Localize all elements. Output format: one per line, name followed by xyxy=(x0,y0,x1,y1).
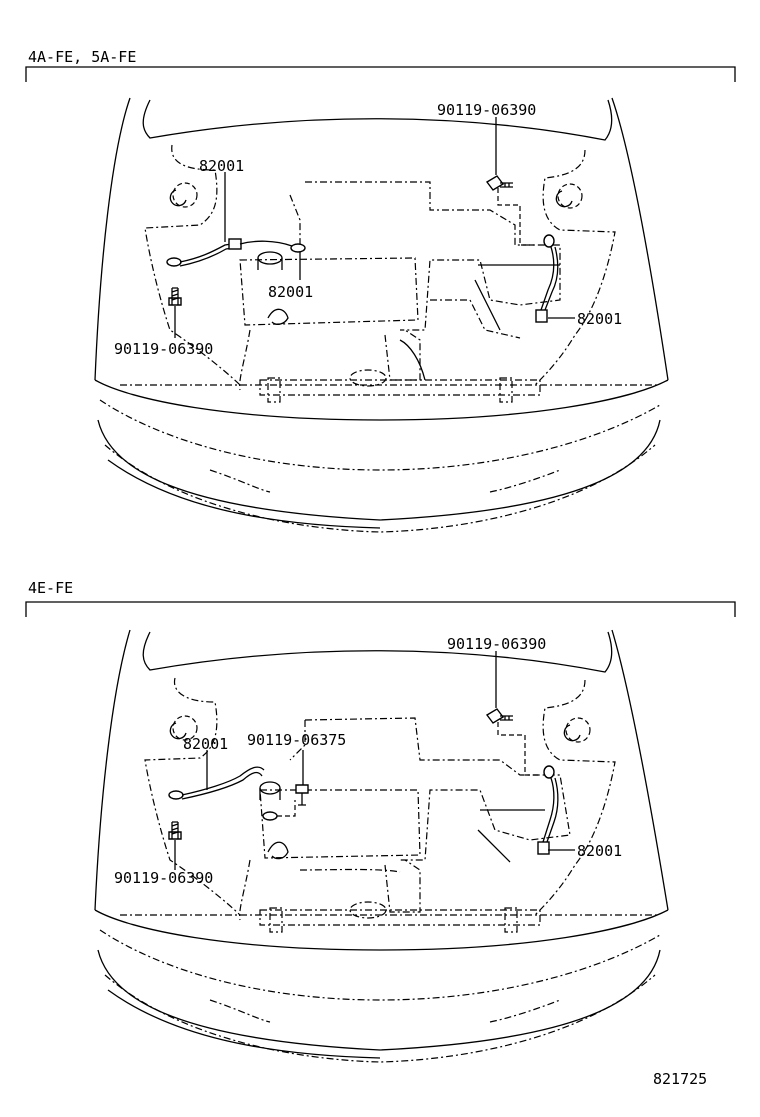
ground-strap-right xyxy=(537,765,559,855)
callout-90119-06390-top: 90119-06390 xyxy=(447,635,546,653)
engine-bay xyxy=(144,677,616,933)
section-bracket xyxy=(25,66,736,82)
illustration-number: 821725 xyxy=(653,1070,707,1088)
car-outline xyxy=(94,97,669,533)
ground-strap-left xyxy=(168,766,281,821)
bolt-center xyxy=(295,784,309,806)
leader-dashed xyxy=(497,722,538,776)
leader-lines xyxy=(174,117,575,338)
section-4e-fe: 4E-FE xyxy=(25,579,736,1063)
leader-dashed xyxy=(497,188,535,246)
callout-90119-06390-left: 90119-06390 xyxy=(114,340,213,358)
leader-dashed xyxy=(277,800,296,817)
leader-lines xyxy=(174,651,575,870)
bolt-right xyxy=(485,708,513,724)
section-4a-5a-fe: 4A-FE, 5A-FE xyxy=(25,48,736,533)
callout-82001-left: 82001 xyxy=(183,735,228,753)
callout-82001-right: 82001 xyxy=(577,842,622,860)
bolt-right xyxy=(485,175,513,191)
callout-90119-06390-top: 90119-06390 xyxy=(437,101,536,119)
section-bracket xyxy=(25,601,736,617)
callout-82001-upper-left: 82001 xyxy=(199,157,244,175)
bolt-left xyxy=(168,821,182,840)
car-outline xyxy=(94,629,669,1063)
callout-82001-right: 82001 xyxy=(577,310,622,328)
ground-strap-left xyxy=(166,238,306,270)
bolt-left xyxy=(168,287,182,306)
ground-strap-right xyxy=(535,234,559,323)
engine-label: 4A-FE, 5A-FE xyxy=(28,48,136,66)
callout-90119-06375: 90119-06375 xyxy=(247,731,346,749)
callout-82001-center: 82001 xyxy=(268,283,313,301)
callout-90119-06390-left: 90119-06390 xyxy=(114,869,213,887)
engine-bay xyxy=(144,144,616,403)
engine-label: 4E-FE xyxy=(28,579,73,597)
